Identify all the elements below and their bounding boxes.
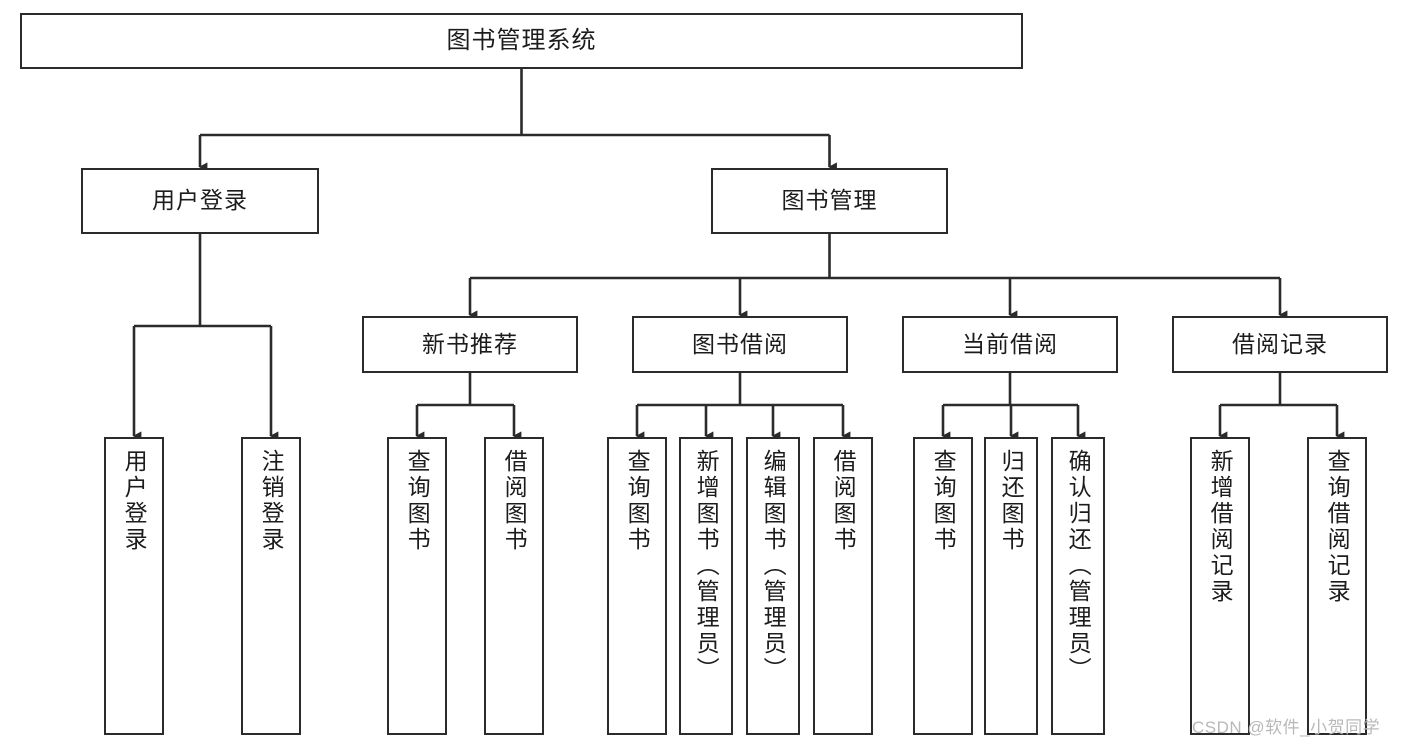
leaf-user-login[interactable]: 用户登录 (104, 437, 164, 735)
node-user-login-label: 用户登录 (152, 187, 248, 214)
node-book-borrow-label: 图书借阅 (692, 330, 788, 357)
leaf-query-book-current[interactable]: 查询图书 (913, 437, 973, 735)
leaf-query-borrow-record-label: 查询借阅记录 (1324, 449, 1351, 605)
leaf-add-borrow-record[interactable]: 新增借阅记录 (1190, 437, 1250, 735)
leaf-confirm-return[interactable]: 确认归还（管理员） (1051, 437, 1105, 735)
node-current-borrow[interactable]: 当前借阅 (902, 316, 1118, 373)
leaf-borrow-book-recommend-label: 借阅图书 (501, 449, 528, 553)
leaf-borrow-book-borrow-label: 借阅图书 (830, 449, 857, 553)
leaf-query-book-recommend[interactable]: 查询图书 (387, 437, 447, 735)
node-root[interactable]: 图书管理系统 (20, 13, 1023, 69)
leaf-user-login-label: 用户登录 (121, 449, 148, 553)
leaf-return-book[interactable]: 归还图书 (984, 437, 1038, 735)
csdn-watermark: CSDN @软件_小贺同学 (1192, 718, 1381, 737)
node-book-borrow[interactable]: 图书借阅 (632, 316, 848, 373)
node-borrow-record[interactable]: 借阅记录 (1172, 316, 1388, 373)
leaf-add-book[interactable]: 新增图书（管理员） (679, 437, 733, 735)
leaf-query-book-recommend-label: 查询图书 (404, 449, 431, 553)
leaf-add-borrow-record-label: 新增借阅记录 (1207, 449, 1234, 605)
node-new-book-recommend[interactable]: 新书推荐 (362, 316, 578, 373)
node-book-manage[interactable]: 图书管理 (711, 168, 948, 234)
leaf-edit-book[interactable]: 编辑图书（管理员） (746, 437, 800, 735)
leaf-logout-label: 注销登录 (258, 449, 285, 553)
leaf-add-book-label: 新增图书（管理员） (693, 449, 720, 683)
node-user-login[interactable]: 用户登录 (81, 168, 319, 234)
leaf-confirm-return-label: 确认归还（管理员） (1065, 449, 1092, 683)
leaf-return-book-label: 归还图书 (998, 449, 1025, 553)
node-book-manage-label: 图书管理 (781, 187, 878, 214)
node-root-label: 图书管理系统 (446, 26, 597, 54)
leaf-query-book-borrow-label: 查询图书 (624, 449, 651, 553)
node-current-borrow-label: 当前借阅 (962, 330, 1058, 357)
leaf-query-book-current-label: 查询图书 (930, 449, 957, 553)
leaf-query-book-borrow[interactable]: 查询图书 (607, 437, 667, 735)
leaf-edit-book-label: 编辑图书（管理员） (760, 449, 787, 683)
leaf-logout[interactable]: 注销登录 (241, 437, 301, 735)
leaf-query-borrow-record[interactable]: 查询借阅记录 (1307, 437, 1367, 735)
leaf-borrow-book-recommend[interactable]: 借阅图书 (484, 437, 544, 735)
node-new-book-recommend-label: 新书推荐 (422, 330, 518, 357)
leaf-borrow-book-borrow[interactable]: 借阅图书 (813, 437, 873, 735)
node-borrow-record-label: 借阅记录 (1232, 330, 1328, 357)
